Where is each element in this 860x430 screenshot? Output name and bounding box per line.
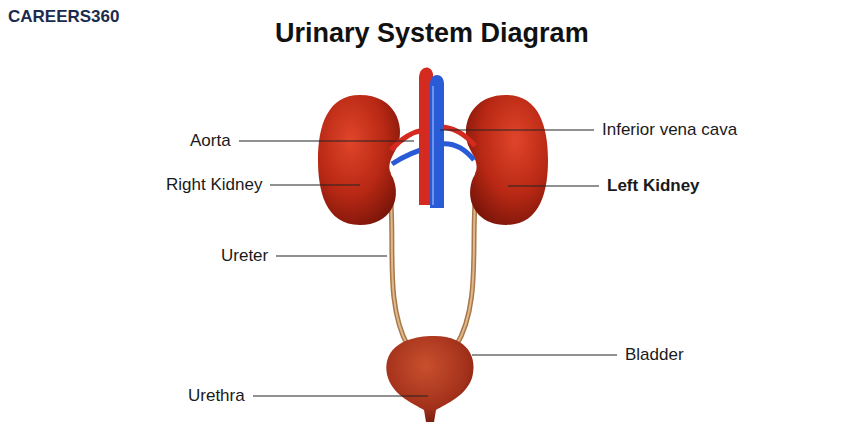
bladder xyxy=(386,336,473,422)
part-label: Aorta xyxy=(190,131,231,151)
leader-line xyxy=(440,130,594,131)
part-label: Left Kidney xyxy=(607,176,700,196)
left-kidney xyxy=(466,95,548,225)
part-label: Right Kidney xyxy=(166,175,262,195)
part-label: Inferior vena cava xyxy=(602,120,737,140)
leader-line xyxy=(276,256,387,257)
leader-line xyxy=(239,141,414,142)
left-renal-vein xyxy=(440,144,474,160)
right-kidney xyxy=(318,95,400,225)
leader-line xyxy=(508,186,599,187)
logo-text: CAREERS360 xyxy=(8,7,120,27)
part-label: Ureter xyxy=(221,246,268,266)
vena-cava-highlight xyxy=(432,86,434,205)
diagram-title: Urinary System Diagram xyxy=(275,17,589,49)
inferior-vena-cava xyxy=(430,75,444,208)
leader-line xyxy=(253,396,428,397)
leader-line xyxy=(270,185,360,186)
part-label: Urethra xyxy=(188,386,245,406)
leader-line xyxy=(472,355,617,356)
part-label: Bladder xyxy=(625,345,684,365)
leader-lines xyxy=(239,130,617,396)
